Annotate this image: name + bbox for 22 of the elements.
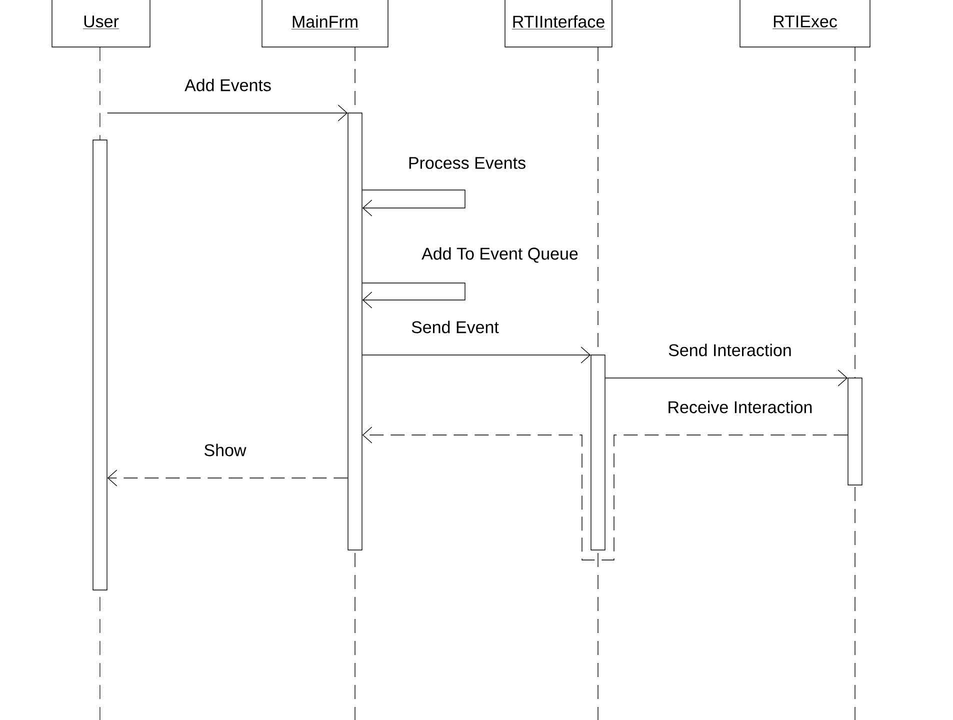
message-arrow <box>107 104 348 122</box>
activation-bar <box>848 378 862 486</box>
message-arrow <box>362 190 466 216</box>
message-label: Send Interaction <box>667 342 793 358</box>
object-box: MainFrm <box>262 0 388 48</box>
activation-bar <box>92 140 108 590</box>
message-arrow <box>107 470 348 486</box>
message-label: Send Event <box>410 320 500 334</box>
activation-bar <box>348 112 362 550</box>
message-arrow <box>362 426 848 560</box>
message-arrow <box>362 346 591 364</box>
object-box: User <box>52 0 150 48</box>
activation-bar <box>590 354 606 550</box>
message-arrow <box>362 282 466 308</box>
object-box: RTIInterface <box>504 0 612 48</box>
message-label: Add To Event Queue <box>420 246 580 264</box>
message-label: Receive Interaction <box>666 400 814 414</box>
message-label: Add Events <box>184 78 272 92</box>
message-arrow <box>605 370 848 386</box>
object-box: RTIExec <box>740 0 870 48</box>
message-label: Show <box>202 442 248 458</box>
message-label: Process Events <box>406 156 528 170</box>
